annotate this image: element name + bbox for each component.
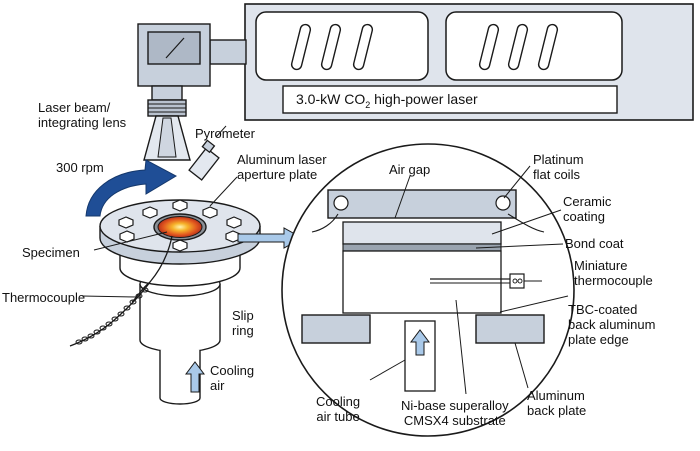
leader-lines bbox=[81, 165, 569, 395]
rotation-arrow bbox=[85, 159, 178, 217]
aperture-plate-section bbox=[327, 189, 517, 219]
slip-ring-label: Slip ring bbox=[232, 308, 254, 338]
plate-bolts bbox=[118, 199, 242, 252]
substrate-label: Ni-base superalloy CMSX4 substrate bbox=[401, 398, 509, 428]
platinum-coil-right bbox=[495, 195, 511, 211]
co2-laser-unit bbox=[244, 3, 694, 121]
laser-beam-label: Laser beam/ integrating lens bbox=[38, 100, 127, 130]
cooling-air-label: Cooling air bbox=[210, 363, 255, 393]
miniature-thermocouple-label: Miniature thermocouple bbox=[574, 258, 653, 288]
tube-air-arrow bbox=[410, 329, 430, 356]
pyrometer bbox=[188, 125, 227, 181]
back-plate-right bbox=[475, 314, 545, 344]
substrate-layer bbox=[342, 250, 502, 314]
ceramic-coating-label: Ceramic coating bbox=[563, 194, 612, 224]
laser-name-label: 3.0-kW CO2 high-power laser bbox=[296, 91, 478, 110]
platinum-coils-label: Platinum flat coils bbox=[533, 152, 584, 182]
pyrometer-label: Pyrometer bbox=[195, 126, 255, 141]
specimen-hot-spot bbox=[157, 216, 203, 238]
cooling-air-tube-label: Cooling air tube bbox=[316, 394, 361, 424]
beam-delivery-head bbox=[137, 23, 247, 161]
back-plate-label: Aluminum back plate bbox=[527, 388, 587, 418]
platinum-coil-left bbox=[333, 195, 349, 211]
air-gap-label: Air gap bbox=[389, 162, 431, 177]
thermocouple-label: Thermocouple bbox=[2, 290, 86, 305]
thermocouple-beads bbox=[75, 287, 149, 345]
laser-name-plate bbox=[282, 85, 618, 114]
specimen-label: Specimen bbox=[22, 245, 80, 260]
laser-tube-slots-left bbox=[290, 23, 374, 71]
tbc-edge-label: TBC-coated back aluminum plate edge bbox=[568, 302, 656, 347]
laser-tube-window-left bbox=[255, 11, 429, 81]
specimen-detail-view bbox=[281, 143, 575, 437]
rotating-stage bbox=[99, 199, 261, 405]
cooling-air-arrow bbox=[185, 361, 205, 393]
back-plate-left bbox=[301, 314, 371, 344]
laser-tube-window-right bbox=[445, 11, 623, 81]
ceramic-coating-layer bbox=[342, 221, 502, 245]
bond-coat-label: Bond coat bbox=[565, 236, 624, 251]
rotation-speed-label: 300 rpm bbox=[56, 160, 104, 175]
aperture-plate-label: Aluminum laser aperture plate bbox=[237, 152, 327, 182]
thermocouple-wire bbox=[69, 235, 173, 347]
laser-tube-slots-right bbox=[478, 23, 559, 71]
